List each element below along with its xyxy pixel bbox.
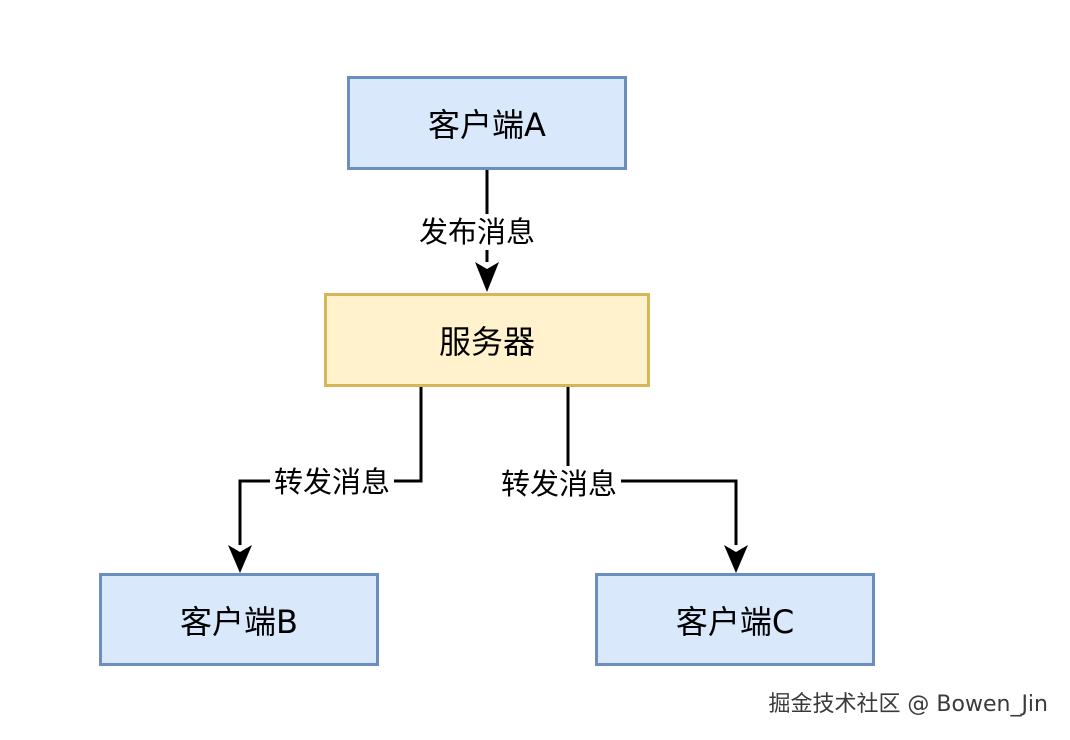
server-label: 服务器 [438, 323, 535, 361]
client-a-node[interactable]: 客户端A [347, 76, 627, 170]
edge-label-forward-c: 转发消息 [497, 466, 622, 502]
server-node[interactable]: 服务器 [324, 293, 650, 387]
client-a-label: 客户端A [428, 106, 546, 144]
watermark: 掘金技术社区 @ Bowen_Jin [768, 692, 1048, 717]
edge-label-forward-b: 转发消息 [270, 464, 395, 500]
edge-label-publish: 发布消息 [415, 214, 540, 250]
edge-server-to-c [566, 387, 748, 573]
client-b-node[interactable]: 客户端B [99, 573, 379, 666]
client-c-node[interactable]: 客户端C [595, 573, 875, 666]
client-b-label: 客户端B [180, 602, 298, 641]
client-c-label: 客户端C [675, 602, 795, 641]
